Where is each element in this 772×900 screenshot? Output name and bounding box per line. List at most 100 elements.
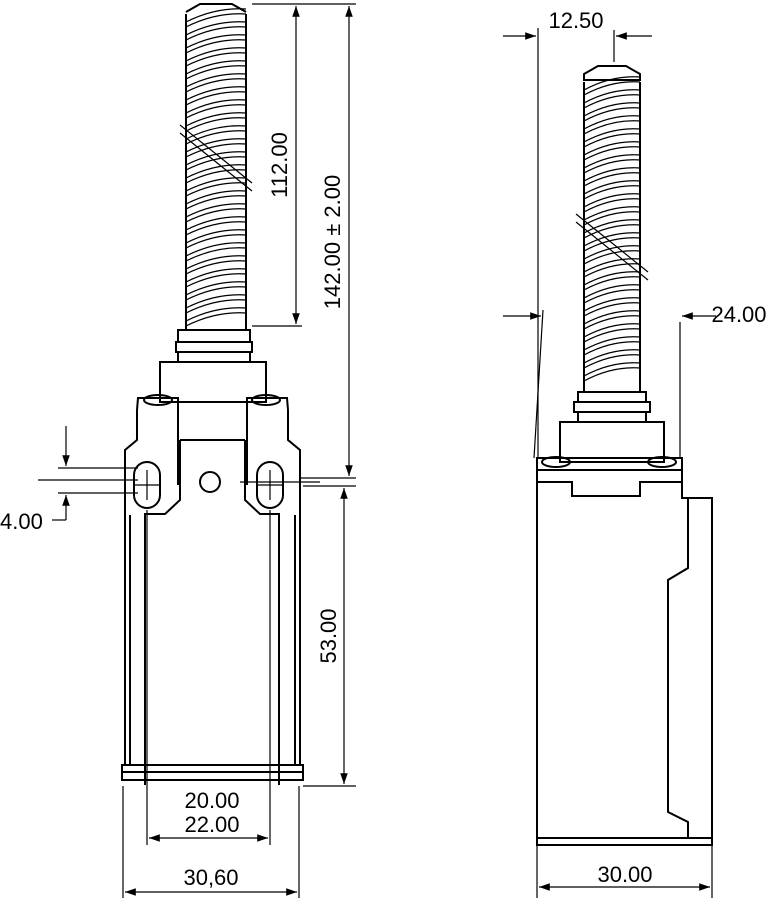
front-dimensions [38,3,356,898]
spring-coil [583,198,641,213]
side-view [536,65,713,846]
front-spring [185,8,247,330]
spring-coil [185,39,247,54]
spring-coil [185,78,247,93]
spring-coil-inner [583,271,641,286]
front-body [121,510,304,781]
side-dimensions [503,28,716,898]
spring-coil-inner [185,203,247,218]
spring-coil [583,224,641,239]
front-head [124,394,301,785]
spring-coil [583,94,641,109]
front-collar [159,329,267,403]
spring-coil-inner [583,362,641,377]
label-total-height: 142.00 ± 2.00 [320,175,345,309]
spring-coil-inner [185,294,247,309]
spring-coil-inner [583,167,641,182]
spring-coil-inner [583,206,641,221]
spring-coil [583,172,641,187]
spring-coil [185,208,247,223]
label-spring-diameter: 12.50 [548,8,603,33]
spring-coil-inner [185,138,247,153]
spring-coil [185,221,247,236]
spring-coil-inner [185,112,247,127]
side-spring-cap [583,65,641,81]
spring-coil-inner [583,310,641,325]
spring-coil [583,315,641,330]
spring-coil [185,13,247,28]
spring-coil [583,354,641,369]
spring-coil-inner [583,89,641,104]
spring-coil-inner [185,125,247,140]
spring-coil-inner [185,86,247,101]
front-view [121,3,304,785]
spring-coil [583,107,641,122]
spring-coil [583,289,641,304]
spring-coil-inner [583,76,641,91]
spring-coil [185,117,247,132]
spring-coil-inner [583,115,641,130]
spring-coil [583,237,641,252]
spring-coil [583,133,641,148]
front-spring-cap [185,3,247,13]
spring-coil [185,299,247,314]
spring-coil-inner [185,8,247,23]
spring-coil [583,146,641,161]
spring-coil [185,65,247,80]
spring-coil-inner [583,154,641,169]
spring-coil-inner [185,307,247,322]
label-body-depth: 30.00 [597,862,652,887]
spring-coil-inner [583,336,641,351]
spring-coil-inner [583,193,641,208]
spring-coil [185,104,247,119]
spring-coil-inner [185,73,247,88]
spring-coil [583,276,641,291]
front-break-marks [179,124,253,192]
spring-coil [185,260,247,275]
spring-coil-inner [583,141,641,156]
spring-coil-inner [583,245,641,260]
spring-coil-inner [583,284,641,299]
spring-coil [583,302,641,317]
spring-coil-inner [185,281,247,296]
spring-coil [185,247,247,262]
label-slot-width: 4.00 [0,509,43,534]
spring-coil-inner [583,297,641,312]
spring-coil [185,273,247,288]
spring-coil [583,367,641,382]
spring-coil [185,52,247,67]
spring-coil [185,156,247,171]
spring-coil [185,143,247,158]
spring-coil [185,195,247,210]
spring-coil [583,159,641,174]
spring-coil-inner [185,60,247,75]
spring-coil [583,263,641,278]
spring-coil-inner [185,47,247,62]
label-body-height: 53.00 [316,608,341,663]
side-body [536,482,713,846]
dimension-labels: 112.00 142.00 ± 2.00 53.00 20.00 22.00 3… [0,8,767,890]
spring-coil-inner [185,190,247,205]
spring-coil-inner [583,323,641,338]
spring-coil-inner [583,180,641,195]
side-spring [583,76,641,392]
spring-coil-inner [583,232,641,247]
spring-coil [583,185,641,200]
spring-coil-inner [185,216,247,231]
spring-coil [185,169,247,184]
spring-coil-inner [185,21,247,36]
side-head [536,456,683,497]
spring-coil-inner [185,164,247,179]
spring-coil [185,234,247,249]
spring-coil [185,312,247,327]
spring-coil [185,182,247,197]
spring-coil-inner [185,242,247,257]
label-body-width: 30,60 [183,865,238,890]
spring-coil-inner [185,177,247,192]
spring-coil-inner [185,229,247,244]
spring-coil-inner [583,219,641,234]
label-hole-spacing-outer: 22.00 [184,812,239,837]
spring-coil [583,211,641,226]
spring-coil-inner [185,255,247,270]
